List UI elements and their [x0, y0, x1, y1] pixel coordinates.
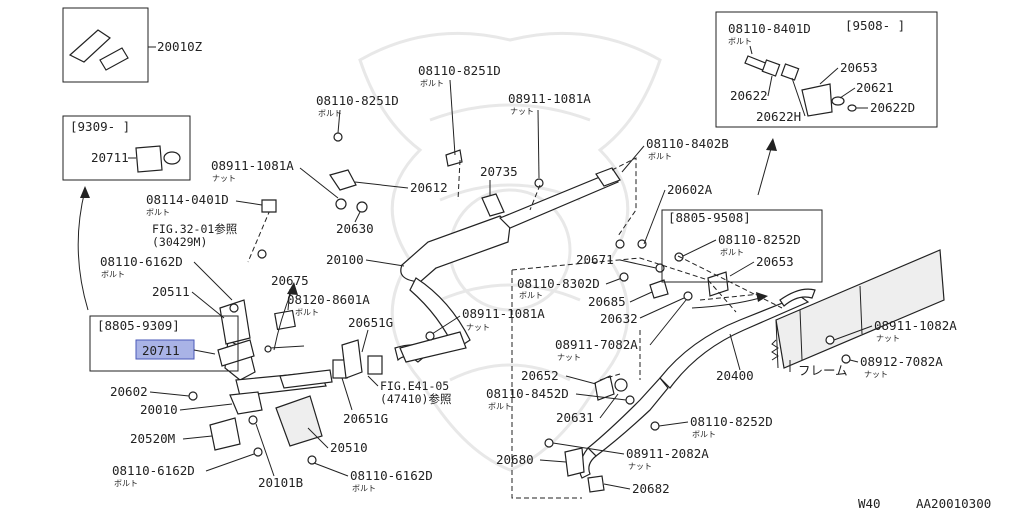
- bolt-label-08110-8401d: 08110-8401D: [728, 21, 811, 36]
- bolt-label-08110-8302d: 08110-8302D: [517, 276, 600, 291]
- part-label-20632: 20632: [600, 311, 638, 326]
- bolt-label-08120-8601a: 08120-8601A: [287, 292, 370, 307]
- date-box-8805-9309: [89, 315, 239, 372]
- part-label-20671: 20671: [576, 252, 614, 267]
- part-label-20510: 20510: [330, 440, 368, 455]
- part-label-20100: 20100: [326, 252, 364, 267]
- kit-box: 20010Z: [62, 7, 203, 83]
- part-label-20651g-a: 20651G: [348, 315, 393, 330]
- nut-sub-08912-7082a: ナット: [864, 370, 888, 379]
- part-label-20010z: 20010Z: [157, 39, 203, 54]
- part-label-20735: 20735: [480, 164, 518, 179]
- part-label-20675: 20675: [271, 273, 309, 288]
- fig-ref-32-01-code: (30429M): [152, 235, 207, 249]
- part-label-20685: 20685: [588, 294, 626, 309]
- nut-sub-08911-1081a-b: ナット: [212, 174, 236, 183]
- nut-sub-08911-1081a-a: ナット: [510, 107, 534, 116]
- frame-label: フレーム: [798, 363, 848, 378]
- part-label-20621: 20621: [856, 80, 894, 95]
- nut-label-08911-7082a: 08911-7082A: [555, 337, 638, 352]
- bolt-sub-08110-6162d-c: ボルト: [352, 484, 376, 493]
- part-label-20400: 20400: [716, 368, 754, 383]
- bolt-sub-08110-6162d-a: ボルト: [101, 270, 125, 279]
- fig-ref-e41-05: FIG.E41-05: [380, 379, 449, 393]
- assembly-guides: [247, 157, 783, 499]
- nut-label-08911-1081a-b: 08911-1081A: [211, 158, 294, 173]
- bolt-label-08110-8452d: 08110-8452D: [486, 386, 569, 401]
- date-range-8805-9508: [8805-9508]: [668, 210, 751, 225]
- nut-sub-08911-1082a: ナット: [876, 334, 900, 343]
- tail-pipe: [564, 288, 816, 493]
- part-label-20622d: 20622D: [870, 100, 915, 115]
- bolt-label-08110-8252d-b: 08110-8252D: [690, 414, 773, 429]
- bolt-sub-08110-6162d-b: ボルト: [114, 479, 138, 488]
- bolt-label-08110-8251d-b: 08110-8251D: [316, 93, 399, 108]
- chassis-frame: [771, 249, 945, 372]
- part-label-20101b: 20101B: [258, 475, 303, 490]
- part-label-20680: 20680: [496, 452, 534, 467]
- part-label-20630: 20630: [336, 221, 374, 236]
- date-range-9508: [9508- ]: [845, 18, 905, 33]
- bolt-sub-08110-8452d: ボルト: [488, 402, 512, 411]
- part-label-20711-box: 20711: [91, 150, 129, 165]
- bolt-sub-08110-8402b: ボルト: [648, 152, 672, 161]
- fig-ref-32-01: FIG.32-01参照: [152, 222, 237, 236]
- bolt-sub-08110-8251d-a: ボルト: [420, 79, 444, 88]
- bolt-sub-08110-8252d-b: ボルト: [692, 430, 716, 439]
- part-label-20622: 20622: [730, 88, 768, 103]
- bolt-sub-08110-8252d-a: ボルト: [720, 248, 744, 257]
- part-label-20653-mid: 20653: [756, 254, 794, 269]
- footer-figure-code: AA20010300: [916, 496, 991, 510]
- right-hardware: [544, 239, 851, 448]
- bolt-label-08114-0401d: 08114-0401D: [146, 192, 229, 207]
- part-label-20520m: 20520M: [130, 431, 175, 446]
- part-label-20711-highlighted: 20711: [142, 343, 180, 358]
- date-range-8805-9309: [8805-9309]: [97, 318, 180, 333]
- bolt-label-08110-8252d-a: 08110-8252D: [718, 232, 801, 247]
- nut-label-08911-1081a-c: 08911-1081A: [462, 306, 545, 321]
- nut-label-08911-2082a: 08911-2082A: [626, 446, 709, 461]
- date-box-9309: [9309- ] 20711: [62, 115, 191, 181]
- bolt-sub-08120-8601a: ボルト: [295, 308, 319, 317]
- footer-w40: W40: [858, 496, 881, 510]
- nut-label-08911-1082a: 08911-1082A: [874, 318, 957, 333]
- nut-sub-08911-7082a: ナット: [557, 353, 581, 362]
- date-range-9309: [9309- ]: [70, 119, 130, 134]
- part-label-20511: 20511: [152, 284, 190, 299]
- center-muffler: [399, 167, 621, 363]
- part-label-20631: 20631: [556, 410, 594, 425]
- bolt-sub-08114-0401d: ボルト: [146, 208, 170, 217]
- bolt-label-08110-6162d-c: 08110-6162D: [350, 468, 433, 483]
- bolt-sub-08110-8401d: ボルト: [728, 37, 752, 46]
- bolt-label-08110-6162d-a: 08110-6162D: [100, 254, 183, 269]
- part-label-20653-top: 20653: [840, 60, 878, 75]
- front-pipe-assembly: [188, 299, 333, 465]
- nut-sub-08911-2082a: ナット: [628, 462, 652, 471]
- highlighted-part-20711[interactable]: [135, 339, 195, 360]
- bolt-label-08110-6162d-b: 08110-6162D: [112, 463, 195, 478]
- part-label-20612: 20612: [410, 180, 448, 195]
- date-box-9508: [9508- ] 08110-8401D ボルト 20653 20622 206…: [715, 11, 938, 128]
- part-label-20010: 20010: [140, 402, 178, 417]
- fig-ref-e41-05-code: (47410)参照: [380, 392, 451, 406]
- nut-label-08911-1081a-a: 08911-1081A: [508, 91, 591, 106]
- bolt-sub-08110-8302d: ボルト: [519, 291, 543, 300]
- part-label-20602-left: 20602: [110, 384, 148, 399]
- bolt-label-08110-8402b: 08110-8402B: [646, 136, 729, 151]
- bolt-label-08110-8251d-a: 08110-8251D: [418, 63, 501, 78]
- part-label-20682: 20682: [632, 481, 670, 496]
- nut-label-08912-7082a: 08912-7082A: [860, 354, 943, 369]
- muffler-hangers: [329, 132, 544, 217]
- part-label-20622h: 20622H: [756, 109, 801, 124]
- date-box-8805-9508: [661, 209, 823, 283]
- bolt-sub-08110-8251d-b: ボルト: [318, 109, 342, 118]
- part-label-20651g-b: 20651G: [343, 411, 388, 426]
- part-label-20652: 20652: [521, 368, 559, 383]
- part-label-20602a: 20602A: [667, 182, 713, 197]
- nut-sub-08911-1081a-c: ナット: [466, 323, 490, 332]
